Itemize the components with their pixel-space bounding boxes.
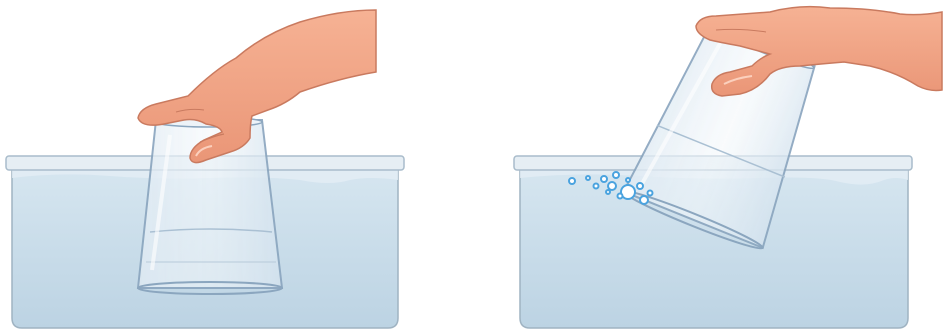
left-panel [6,10,404,328]
right-panel [514,7,942,328]
